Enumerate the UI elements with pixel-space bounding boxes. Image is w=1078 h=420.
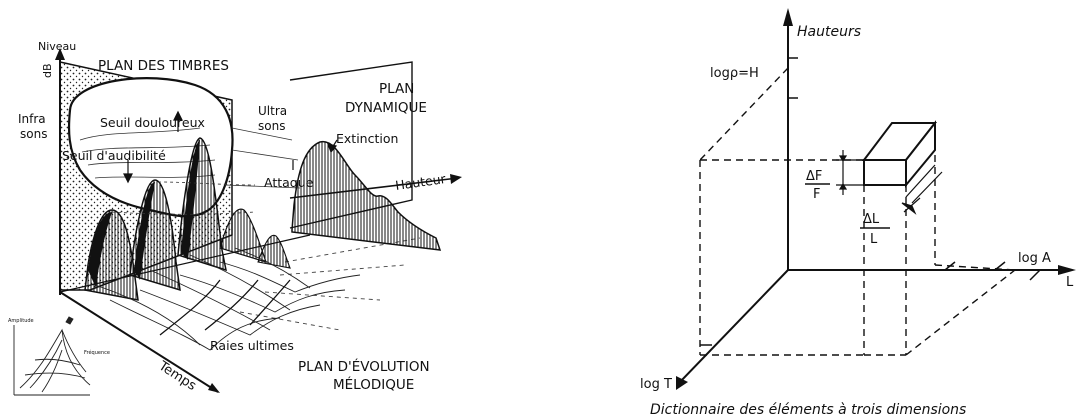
spectral-peaks bbox=[84, 137, 291, 301]
level-axis-label: Niveau bbox=[38, 40, 76, 53]
pitch-axis bbox=[289, 177, 459, 199]
attack-label: Attaque bbox=[264, 175, 314, 190]
time-axis bbox=[59, 291, 219, 393]
delta-l-numerator: ΔL bbox=[863, 212, 880, 227]
time-axis-label: Temps bbox=[155, 358, 199, 394]
decibel-label: dB bbox=[41, 63, 54, 78]
dynamic-plane-title-1: PLAN bbox=[379, 81, 414, 97]
pitch-label: Hauteur bbox=[394, 171, 447, 193]
peak-2 bbox=[129, 179, 181, 292]
figure-caption: Dictionnaire des éléments à trois dimens… bbox=[650, 402, 966, 418]
time-log-axis bbox=[679, 269, 789, 383]
inset-amplitude-label: Amplitude bbox=[8, 318, 34, 324]
infrasound-label-1: Infra bbox=[18, 112, 46, 126]
dynamic-plane-title-2: DYNAMIQUE bbox=[345, 100, 427, 116]
timbre-diagram: Niveau dB PLAN DES TIMBRES Infra sons Se… bbox=[8, 40, 462, 396]
delta-l-marker bbox=[901, 164, 943, 215]
inset-frequency-label: Fréquence bbox=[84, 349, 110, 356]
time-log-axis-arrow bbox=[676, 376, 688, 390]
melodic-curves bbox=[94, 247, 361, 351]
ultrasound-label-2: sons bbox=[258, 119, 285, 133]
l-axis-label: L bbox=[1066, 275, 1074, 290]
peak-3-dark bbox=[181, 140, 200, 260]
pain-threshold-label: Seuil douloureux bbox=[100, 115, 205, 130]
dynamic-envelope bbox=[291, 141, 442, 251]
projection-dashes bbox=[699, 67, 1016, 356]
log-a-label: log A bbox=[1018, 251, 1051, 266]
projection-lines bbox=[111, 127, 301, 215]
delta-f-denominator: F bbox=[813, 187, 820, 202]
melodic-plane-title-1: PLAN D'ÉVOLUTION bbox=[298, 358, 430, 375]
infrasound-label-2: sons bbox=[20, 127, 47, 141]
axis-ticks bbox=[700, 57, 1041, 346]
element-block bbox=[861, 120, 938, 188]
time-axis-arrow bbox=[208, 383, 220, 393]
peak-5 bbox=[257, 234, 291, 269]
peak-2-dark bbox=[134, 182, 155, 280]
pointer-arrows bbox=[123, 110, 338, 184]
ultrasound-label-1: Ultra bbox=[258, 104, 287, 118]
extinction-label: Extinction bbox=[336, 131, 398, 146]
timbre-plane-title: PLAN DES TIMBRES bbox=[98, 58, 229, 74]
height-axis-label: Hauteurs bbox=[797, 24, 861, 40]
pitch-axis-arrow bbox=[450, 174, 462, 184]
three-dimension-diagram: Hauteurs logρ=H ΔF F ΔL L log A L log T … bbox=[640, 8, 1076, 418]
amplitude-axis-arrow bbox=[1058, 265, 1076, 275]
delta-l-denominator: L bbox=[870, 232, 878, 247]
melodic-ridges bbox=[159, 279, 291, 336]
log-rho-label: logρ=H bbox=[710, 66, 759, 81]
final-lines-label: Raies ultimes bbox=[210, 338, 294, 353]
inset-diagram bbox=[13, 316, 91, 396]
melodic-plane-title-2: MÉLODIQUE bbox=[333, 376, 414, 393]
log-t-label: log T bbox=[640, 377, 672, 392]
delta-f-numerator: ΔF bbox=[806, 169, 822, 184]
peak-1-dark bbox=[88, 212, 112, 288]
delta-f-marker bbox=[836, 150, 864, 195]
audibility-threshold-label: Seuil d'audibilité bbox=[62, 148, 166, 163]
height-axis-arrow bbox=[783, 8, 793, 26]
level-axis-arrow bbox=[55, 48, 65, 60]
